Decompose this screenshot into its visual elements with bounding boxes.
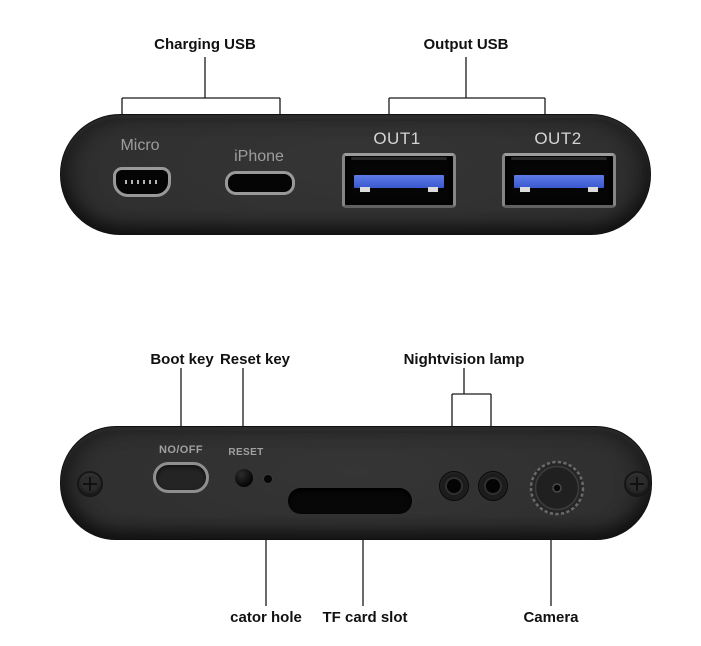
output-usb-label: Output USB [423, 36, 509, 53]
charging-usb-label: Charging USB [154, 36, 256, 53]
out1-port-label: OUT1 [373, 129, 421, 148]
usb-contact [428, 187, 438, 192]
charging-usb-bracket-line [121, 57, 281, 122]
camera-lens [525, 456, 589, 520]
out2-port-label: OUT2 [534, 129, 582, 148]
reset-button [235, 469, 253, 487]
usb-a-port-out1 [342, 153, 456, 208]
usb-contact [360, 187, 370, 192]
nightvision-lamp-right [478, 471, 508, 501]
nightvision-lamp-label: Nightvision lamp [403, 351, 525, 368]
usb-tongue [354, 175, 444, 188]
power-button [153, 462, 209, 493]
tf-card-slot-label: TF card slot [322, 609, 408, 626]
nightvision-lamp-left [439, 471, 469, 501]
lightning-port [225, 171, 295, 195]
screw-icon [77, 471, 103, 497]
tf-card-slot [288, 488, 412, 514]
micro-usb-port [113, 167, 171, 197]
reset-key-label: Reset key [219, 351, 291, 368]
usb-contact [588, 187, 598, 192]
usb-a-port-out2 [502, 153, 616, 208]
power-button-label: NO/OFF [159, 444, 203, 456]
nightvision-bracket-line [451, 368, 492, 432]
reset-button-label: RESET [228, 447, 264, 458]
screw-icon [624, 471, 650, 497]
camera-label: Camera [523, 609, 579, 626]
indicator-hole [264, 475, 272, 483]
usb-contact [520, 187, 530, 192]
micro-port-label: Micro [120, 137, 160, 154]
powerbank-bottom-view: NO/OFF RESET [60, 426, 652, 540]
usb-tongue [514, 175, 604, 188]
powerbank-top-view: Micro iPhone OUT1 OUT2 [60, 114, 651, 235]
iphone-port-label: iPhone [234, 148, 284, 165]
micro-usb-pins [125, 180, 159, 184]
cator-hole-label: cator hole [230, 609, 302, 626]
output-usb-bracket-line [388, 57, 546, 122]
boot-key-label: Boot key [150, 351, 214, 368]
